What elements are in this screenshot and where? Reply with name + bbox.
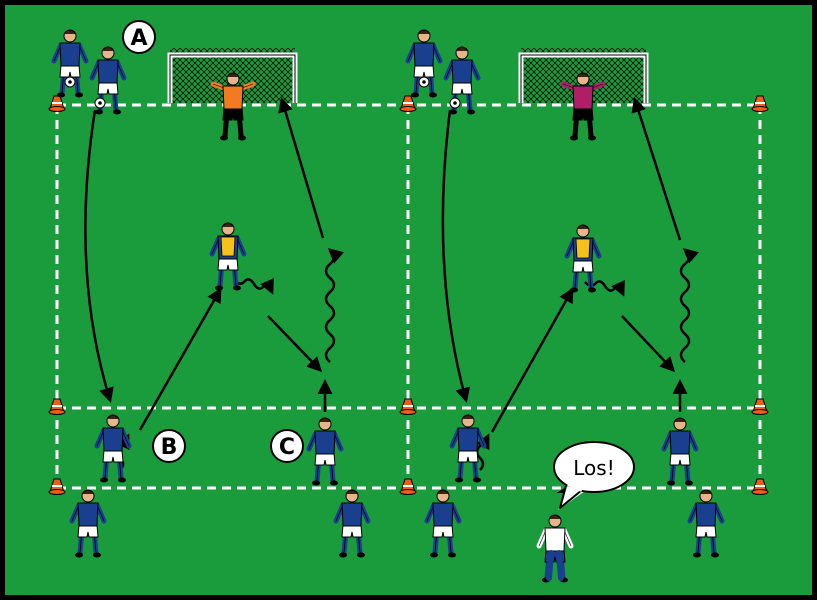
label-c-text: C	[279, 435, 295, 460]
player-b-right	[449, 414, 487, 483]
player-a-right	[443, 46, 481, 115]
ball	[449, 97, 461, 109]
neutral-player-right	[564, 224, 602, 293]
cone	[48, 95, 66, 112]
cone	[399, 95, 417, 112]
label-a-text: A	[130, 26, 147, 51]
ball	[418, 76, 430, 88]
players	[51, 29, 725, 583]
dribble-c-left	[324, 248, 344, 363]
player-a-waiting-left	[51, 29, 89, 98]
player-a-waiting-right	[405, 29, 443, 98]
label-c: C	[270, 429, 304, 463]
cone	[751, 398, 769, 415]
coach-speech-text: Los!	[573, 456, 614, 480]
pass-neutral-to-c-right	[621, 315, 676, 373]
ball	[94, 97, 106, 109]
goalkeeper-right	[560, 72, 606, 141]
speech-bubble: Los!	[553, 441, 635, 510]
cone	[399, 478, 417, 495]
player-b-left	[94, 414, 132, 483]
cone	[399, 398, 417, 415]
ball	[64, 76, 76, 88]
dribble-neutral-left	[233, 277, 274, 295]
cone	[48, 398, 66, 415]
label-b-text: B	[161, 435, 178, 460]
dribble-c-right	[679, 248, 699, 363]
pass-neutral-to-c-left	[267, 315, 323, 373]
pass-b-to-neutral-left	[138, 287, 222, 431]
shot-right	[631, 97, 682, 241]
goalkeeper-left	[210, 72, 256, 141]
label-a: A	[122, 20, 156, 54]
cone	[751, 478, 769, 495]
label-b: B	[152, 429, 186, 463]
shot-left	[278, 97, 325, 239]
waiting-player-b-left	[69, 489, 107, 558]
waiting-player-c-right	[687, 489, 725, 558]
waiting-player-b-right	[424, 489, 462, 558]
waiting-player-c-left	[333, 489, 371, 558]
pass-a-to-b-left	[84, 109, 114, 403]
cone	[48, 478, 66, 495]
player-c-left	[306, 417, 344, 486]
neutral-player-left	[209, 222, 247, 291]
player-c-right	[661, 417, 699, 486]
cones	[48, 95, 769, 495]
pass-a-to-b-right	[441, 109, 471, 403]
cone	[751, 95, 769, 112]
pass-b-to-neutral-right	[490, 287, 574, 433]
